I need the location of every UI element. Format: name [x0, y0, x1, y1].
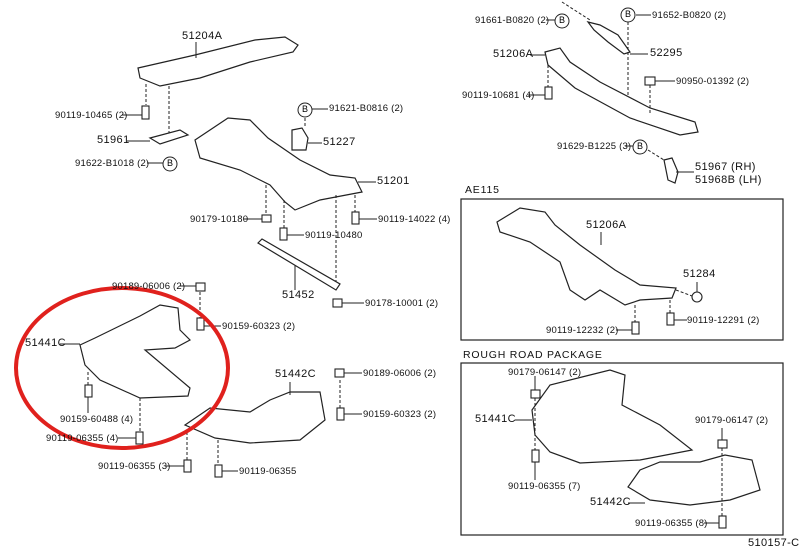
- part-label: 91629-B1225 (3): [557, 141, 632, 152]
- part-label: 51206A: [586, 219, 627, 231]
- part-label: 90178-10001 (2): [365, 298, 439, 309]
- bolt-icon: [183, 459, 192, 473]
- part-label: 90179-06147 (2): [695, 415, 769, 426]
- part-label: 90179-10180: [190, 214, 249, 225]
- nut-icon: [530, 389, 541, 399]
- callout-b: [620, 7, 636, 23]
- nut-icon: [717, 439, 728, 449]
- part-label: 52295: [650, 47, 683, 59]
- section-title-ae115: AE115: [465, 184, 500, 196]
- part-label: 51441C: [25, 337, 66, 349]
- bolt-icon: [666, 312, 675, 326]
- part-51441c: [79, 304, 191, 399]
- part-51206a: [544, 47, 699, 136]
- bolt-icon: [544, 86, 553, 100]
- part-label: 51204A: [182, 30, 223, 42]
- part-label: 91621-B0816 (2): [329, 103, 404, 114]
- part-label: 90189-06006 (2): [363, 368, 437, 379]
- part-52295: [586, 21, 631, 55]
- bolt-icon: [718, 515, 727, 529]
- nut-icon: [334, 368, 345, 378]
- part-label: 90189-06006 (2): [112, 281, 186, 292]
- part-51206a-ae115: [496, 207, 677, 306]
- part-label: 91661-B0820 (2): [475, 15, 550, 26]
- part-label: 51442C: [590, 496, 631, 508]
- part-51227: [291, 127, 309, 151]
- bolt-icon: [141, 105, 150, 120]
- part-51961: [148, 129, 190, 145]
- part-label: 91622-B1018 (2): [75, 158, 150, 169]
- callout-b-letter: B: [166, 158, 173, 168]
- callout-b: [162, 156, 178, 172]
- nut-icon: [332, 298, 343, 308]
- part-label: 90950-01392 (2): [676, 76, 750, 87]
- part-label: 90159-60323 (2): [363, 409, 437, 420]
- part-label: 90119-10465 (2): [55, 110, 128, 121]
- part-label: 91652-B0820 (2): [652, 10, 727, 21]
- diagram-id: 510157-C: [748, 537, 800, 549]
- callout-b-letter: B: [558, 15, 565, 25]
- part-label: 90119-12291 (2): [687, 315, 760, 326]
- part-label: 51284: [683, 268, 716, 280]
- part-51441c-rough: [531, 369, 694, 464]
- part-label: 51441C: [475, 413, 516, 425]
- part-label: 90119-06355 (3): [98, 461, 171, 472]
- bolt-icon: [196, 317, 205, 331]
- grommet-icon: [644, 76, 656, 86]
- part-51442c-rough: [627, 454, 761, 506]
- part-label: 90179-06147 (2): [508, 367, 582, 378]
- part-label: 51452: [282, 289, 315, 301]
- part-label: 51201: [377, 175, 410, 187]
- part-label: 51967 (RH): [695, 161, 756, 173]
- bolt-icon: [84, 384, 93, 398]
- part-51967: [663, 157, 679, 184]
- part-label: 90159-60323 (2): [222, 321, 296, 332]
- bolt-icon: [336, 407, 345, 421]
- nut-icon: [195, 282, 206, 292]
- rough-road-box: [460, 362, 784, 536]
- callout-b: [554, 13, 570, 29]
- bolt-icon: [279, 227, 288, 241]
- part-label: 90119-12232 (2): [546, 325, 619, 336]
- part-label: 90119-14022 (4): [378, 214, 451, 225]
- nut-icon: [261, 214, 272, 223]
- part-51452: [257, 238, 341, 291]
- highlight-ellipse: [14, 286, 230, 450]
- part-label: 90119-06355 (8): [635, 518, 708, 529]
- bolt-icon: [531, 449, 540, 463]
- bolt-icon: [214, 464, 223, 478]
- part-label: 90159-60488 (4): [60, 414, 134, 425]
- part-label: 90119-10480: [305, 230, 363, 241]
- ae115-box: [460, 198, 784, 341]
- part-label: 90119-06355: [239, 466, 297, 477]
- part-label: 90119-10681 (4): [462, 90, 535, 101]
- part-label: 51227: [323, 136, 356, 148]
- callout-b-letter: B: [301, 104, 308, 114]
- bolt-icon: [351, 211, 360, 225]
- bolt-icon: [135, 431, 144, 445]
- part-51442c: [183, 391, 326, 444]
- bolt-icon: [631, 321, 640, 335]
- part-label: 51206A: [493, 48, 534, 60]
- callout-b: [297, 102, 313, 118]
- part-label: 51968B (LH): [695, 174, 762, 186]
- section-title-rough-road: ROUGH ROAD PACKAGE: [463, 349, 603, 361]
- part-51284: [691, 291, 703, 303]
- callout-b-letter: B: [636, 141, 643, 151]
- part-label: 51442C: [275, 368, 316, 380]
- callout-b: [632, 139, 648, 155]
- part-label: 51961: [97, 134, 130, 146]
- part-51201: [194, 117, 363, 211]
- part-label: 90119-06355 (7): [508, 481, 581, 492]
- callout-b-letter: B: [624, 9, 631, 19]
- part-label: 90119-06355 (4): [46, 433, 119, 444]
- part-51204a: [137, 36, 299, 87]
